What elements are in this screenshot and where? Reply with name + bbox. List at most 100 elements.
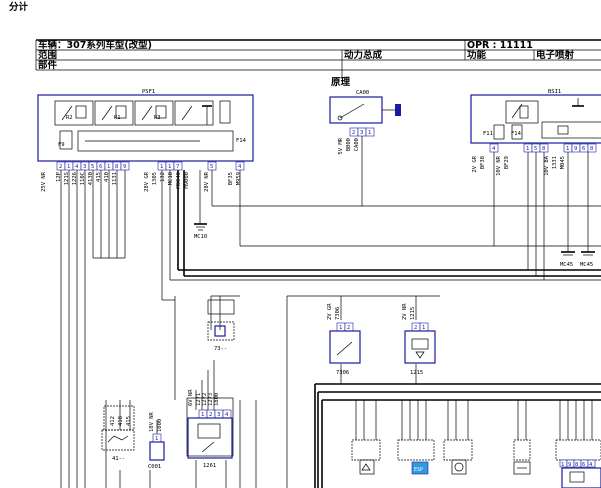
wire-code-l: 132 bbox=[160, 172, 166, 182]
mc45b-label: MC45 bbox=[580, 262, 593, 268]
bsi1-pin-5: 1 bbox=[566, 146, 569, 152]
psf1-pin-12: 7 bbox=[176, 164, 179, 170]
bottom-connectors: ESP 1 9 8 6 4 bbox=[351, 439, 601, 488]
module-41-label: 41-- bbox=[112, 456, 125, 462]
module-c001: 1 C001 18V NR 1000 bbox=[148, 411, 165, 470]
ca00-pin-3: 1 bbox=[368, 130, 371, 136]
psf1-pin-7: 1 bbox=[107, 164, 110, 170]
c001-wire-2: 1000 bbox=[157, 419, 163, 432]
mc10-ground: MC10 bbox=[194, 170, 207, 240]
relay-r2-label: R2 bbox=[66, 115, 73, 121]
c001-pin-1: 1 bbox=[155, 436, 158, 442]
left-wire-2: 418 bbox=[118, 416, 124, 426]
c7306-pin-2: 2 bbox=[347, 325, 350, 331]
esp-badge: ESP bbox=[414, 467, 423, 473]
module-1261-label: 1261 bbox=[203, 463, 216, 469]
module-73: 73-- bbox=[207, 299, 235, 352]
c1261-wire-1: 6V NR bbox=[188, 389, 194, 406]
wire-code-a: 25V NR bbox=[41, 171, 47, 192]
module-41: 41-- 412 418 415 bbox=[101, 405, 135, 462]
bsi1-wire-4: BF29 bbox=[504, 156, 510, 169]
psf1-pin-3: 4 bbox=[75, 164, 79, 170]
opr-label: OPR : 11111 bbox=[467, 40, 533, 51]
bsi1-wire-1: 2V GR bbox=[472, 155, 478, 172]
title-block: 车辆：307系列车型(改型) OPR : 11111 范围 动力总成 功能 电子… bbox=[35, 39, 601, 88]
left-wire-1: 412 bbox=[110, 416, 116, 426]
wire-code-e: 110C bbox=[80, 172, 86, 185]
psf1-pin-row: 2 1 4 3 5 6 1 8 9 1 1 7 5 4 bbox=[56, 161, 245, 171]
wire-code-o: M9000 bbox=[184, 172, 190, 189]
function-value: 电子喷射 bbox=[536, 49, 575, 61]
c1261-wire-2: 1271 bbox=[196, 393, 202, 406]
psf1-pin-2: 1 bbox=[67, 164, 70, 170]
module-1215-label: 1215 bbox=[410, 370, 423, 376]
bsi1-label: BSI1 bbox=[548, 89, 561, 95]
c1261-pin-2: 2 bbox=[209, 412, 212, 418]
bsi1-pin-8: 8 bbox=[590, 146, 593, 152]
module-7306: 1 2 7306 2V GR 7306 bbox=[327, 303, 361, 376]
c1261-wire-3: 1272 bbox=[202, 393, 208, 406]
ca00-wire-3: CA00 bbox=[354, 138, 360, 151]
c1215-pin-2: 1 bbox=[422, 325, 425, 331]
ca00-wire-1: 5V MR bbox=[338, 137, 344, 154]
module-73-label: 73-- bbox=[214, 346, 227, 352]
range-label: 范围 bbox=[38, 49, 57, 61]
wire-code-g: 415 bbox=[96, 172, 102, 182]
c1215-wire-1: 2V NR bbox=[402, 303, 408, 320]
wire-harness bbox=[60, 136, 601, 488]
mc45-grounds: MC45 MC45 bbox=[560, 152, 595, 268]
vehicle-label: 车辆：307系列车型(改型) bbox=[38, 39, 152, 51]
module-7306-label: 7306 bbox=[336, 370, 349, 376]
wire-code-k: 1305 bbox=[152, 172, 158, 185]
bsi1-module: BSI1 F11 F14 4 1 5 8 1 9 6 8 2V GR BF38 … bbox=[470, 89, 601, 176]
psf1-pin-6: 6 bbox=[99, 164, 102, 170]
psf1-wire-codes: 25V NR 12P 121S 1226 110C 4130 415 410 1… bbox=[41, 171, 242, 192]
wire-code-c: 121S bbox=[64, 172, 70, 185]
c1215-wire-2: 1215 bbox=[410, 307, 416, 320]
c1261-wire-5: 1800 bbox=[214, 393, 220, 406]
bsi1-pin-2: 1 bbox=[526, 146, 529, 152]
bsi1-wire-5: 10V BA bbox=[544, 155, 550, 176]
bottom-pin-3: 8 bbox=[575, 462, 578, 468]
ca00-label: CA00 bbox=[356, 90, 369, 96]
psf1-pin-10: 1 bbox=[160, 164, 163, 170]
system-label: 动力总成 bbox=[344, 49, 383, 61]
principle-label: 原理 bbox=[331, 77, 351, 88]
left-wire-3: 415 bbox=[126, 416, 132, 426]
psf1-pin-5: 5 bbox=[91, 164, 94, 170]
c1261-wire-4: 1273 bbox=[208, 393, 214, 406]
psf1-pin-9: 9 bbox=[123, 164, 126, 170]
wire-code-r: M959 bbox=[236, 172, 242, 185]
page-corner-text: 分计 bbox=[9, 1, 29, 13]
c1261-pin-1: 1 bbox=[201, 412, 204, 418]
ca00-wire-2: BB00 bbox=[346, 138, 352, 151]
wire-code-m: MC10 bbox=[168, 172, 174, 185]
c1261-pin-3: 3 bbox=[217, 412, 220, 418]
c7306-wire-2: 7306 bbox=[335, 307, 341, 320]
psf1-pin-11: 1 bbox=[168, 164, 171, 170]
bsi1-wire-6: 1331 bbox=[552, 156, 558, 169]
bsi1-pin-6: 9 bbox=[574, 146, 577, 152]
bsi1-wire-3: 10V NR bbox=[496, 155, 502, 176]
module-1261: 1 2 3 4 1261 6V NR 1271 1272 1273 1800 bbox=[186, 389, 234, 469]
ca00-pin-1: 2 bbox=[352, 130, 355, 136]
wire-code-p: 28V NR bbox=[204, 171, 210, 192]
bsi1-pin-3: 5 bbox=[534, 146, 537, 152]
wire-code-j: 28V GR bbox=[144, 171, 150, 192]
c001-wire-1: 18V NR bbox=[149, 411, 155, 432]
psf1-pin-13: 5 bbox=[210, 164, 213, 170]
mc10-label: MC10 bbox=[194, 234, 207, 240]
ca00-switch: CA00 2 3 1 5V MR BB00 CA00 bbox=[329, 90, 401, 155]
c7306-wire-1: 2V GR bbox=[327, 303, 333, 320]
c7306-pin-1: 1 bbox=[339, 325, 342, 331]
psf1-label: PSF1 bbox=[142, 89, 155, 95]
psf1-pin-8: 8 bbox=[115, 164, 118, 170]
fuse-f14-label: F14 bbox=[236, 138, 247, 144]
bottom-pin-2: 9 bbox=[568, 462, 571, 468]
bottom-pin-5: 4 bbox=[589, 462, 593, 468]
c1215-pin-1: 2 bbox=[414, 325, 417, 331]
mc45a-label: MC45 bbox=[560, 262, 573, 268]
fuse-f11-label: F11 bbox=[483, 131, 493, 137]
module-1215: 2 1 1215 2V NR 1215 bbox=[402, 303, 436, 376]
